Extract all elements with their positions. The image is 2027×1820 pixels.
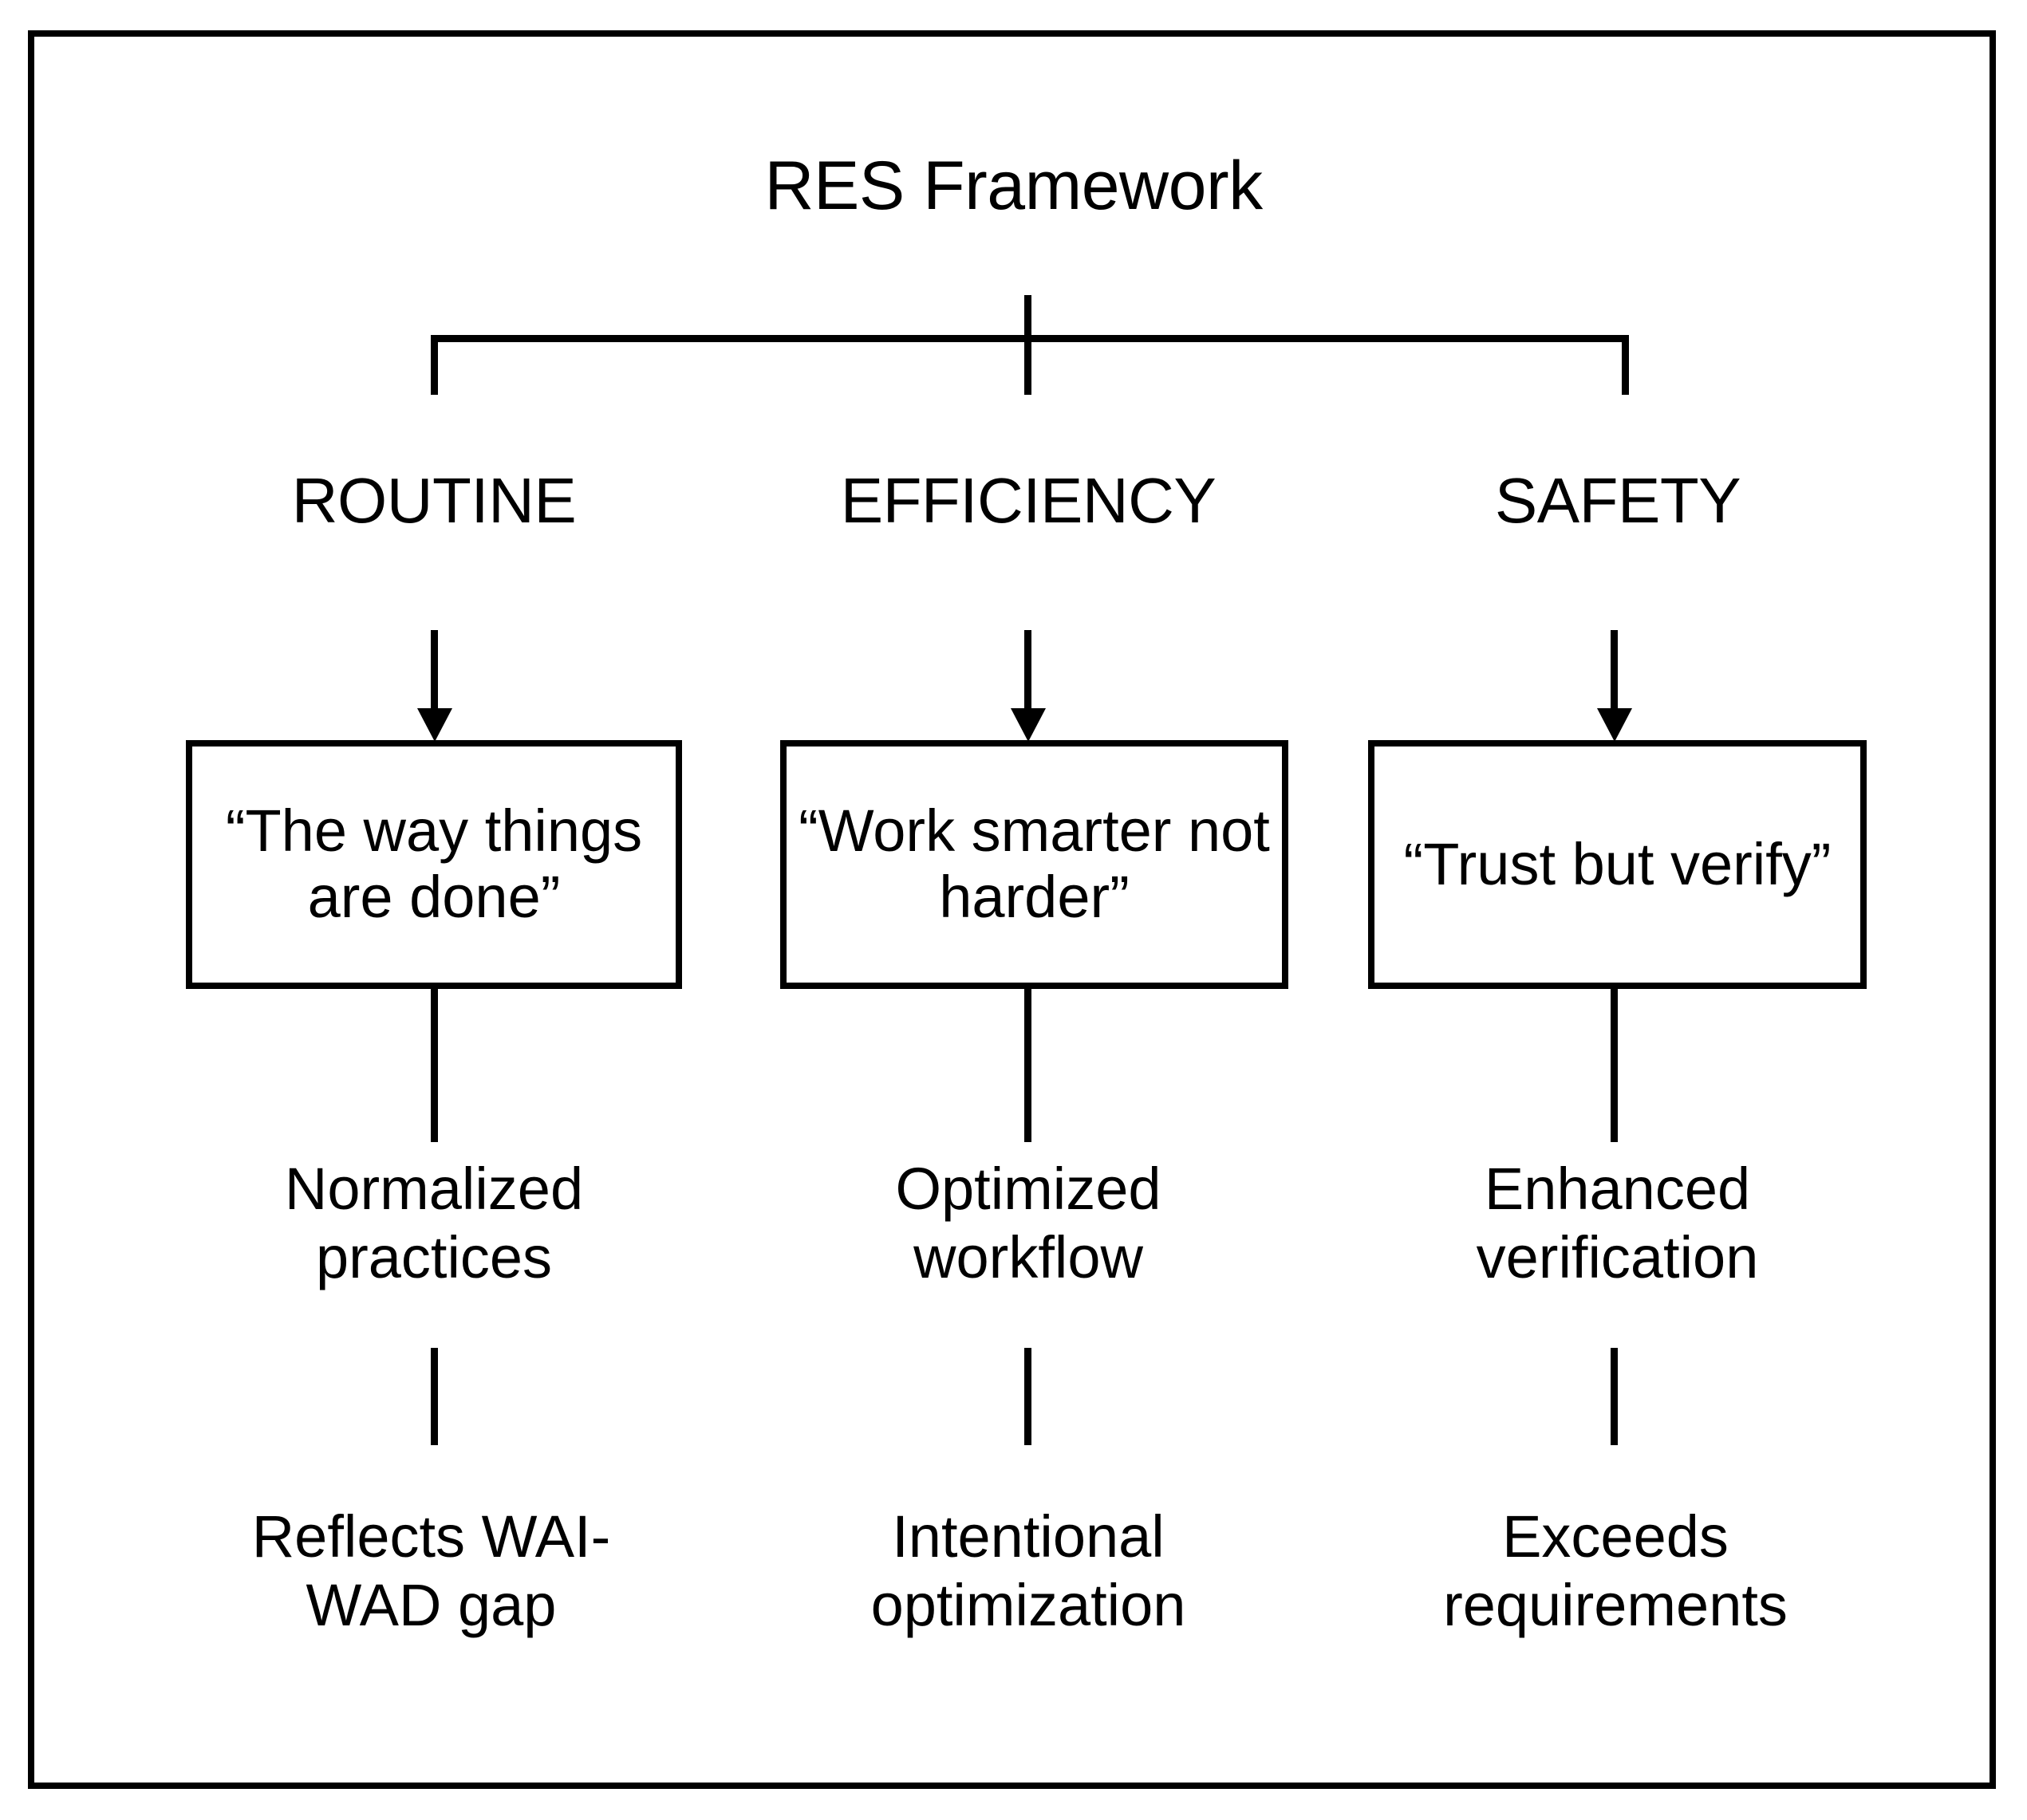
connector-outcome-to-detail-efficiency [1024,1348,1031,1445]
bracket-drop-efficiency [1024,337,1031,395]
arrowhead-down-icon-safety [1597,708,1632,742]
quote-box-efficiency: “Work smarter not harder” [780,740,1288,989]
bracket-drop-routine [431,337,438,395]
arrowhead-down-icon-efficiency [1011,708,1046,742]
arrowhead-down-icon-routine [417,708,452,742]
outcome-label-routine: Normalized practices [284,1156,584,1290]
bracket-drop-safety [1622,337,1629,395]
diagram-title: RES Framework [764,148,1263,224]
quote-text-efficiency: “Work smarter not harder” [799,798,1270,930]
outcome-label-efficiency: Optimized workflow [895,1156,1161,1290]
bracket-stem-line [1024,295,1031,341]
detail-label-safety: Exceeds requirements [1443,1503,1788,1638]
column-header-efficiency: EFFICIENCY [840,465,1217,536]
arrow-shaft-routine [431,630,438,716]
quote-box-safety: “Trust but verify” [1368,740,1867,989]
quote-text-safety: “Trust but verify” [1403,830,1832,897]
connector-box-to-outcome-routine [431,989,438,1142]
arrow-shaft-safety [1611,630,1618,716]
outcome-label-safety: Enhanced verification [1476,1156,1759,1290]
arrow-shaft-efficiency [1024,630,1031,716]
connector-box-to-outcome-efficiency [1024,989,1031,1142]
connector-outcome-to-detail-routine [431,1348,438,1445]
connector-outcome-to-detail-safety [1611,1348,1618,1445]
connector-box-to-outcome-safety [1611,989,1618,1142]
detail-label-efficiency: Intentional optimization [870,1503,1186,1638]
column-header-safety: SAFETY [1494,465,1741,536]
quote-text-routine: “The way things are done” [225,798,643,930]
column-header-routine: ROUTINE [291,465,577,536]
quote-box-routine: “The way things are done” [186,740,682,989]
detail-label-routine: Reflects WAI- WAD gap [251,1503,611,1638]
